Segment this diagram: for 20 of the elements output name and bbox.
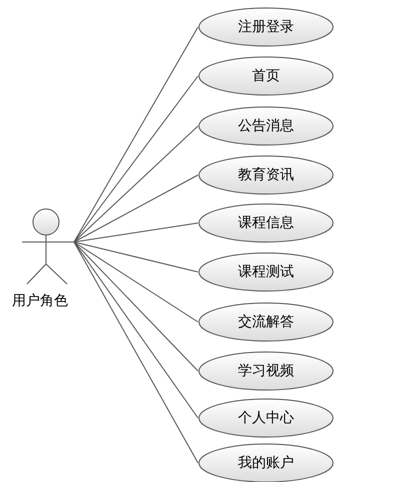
use-case-ellipse: 课程信息	[198, 203, 334, 243]
association-line	[74, 126, 198, 242]
use-case-ellipse: 注册登录	[198, 7, 334, 47]
association-line	[74, 242, 198, 464]
use-case-ellipse: 学习视频	[198, 351, 334, 391]
use-case-ellipse: 课程测试	[198, 252, 334, 292]
association-line	[74, 242, 198, 372]
use-case-ellipse: 交流解答	[198, 302, 334, 342]
association-line	[74, 26, 198, 242]
use-case-ellipse: 公告消息	[198, 106, 334, 146]
association-line	[74, 242, 198, 418]
association-line	[74, 242, 198, 322]
use-case-ellipse: 个人中心	[198, 398, 334, 438]
association-line	[74, 174, 198, 242]
association-line	[74, 242, 198, 272]
use-case-ellipse: 首页	[198, 56, 334, 96]
association-line	[74, 76, 198, 242]
use-case-ellipse: 教育资讯	[198, 155, 334, 195]
actor-label: 用户角色	[12, 292, 68, 310]
association-line	[74, 222, 198, 242]
